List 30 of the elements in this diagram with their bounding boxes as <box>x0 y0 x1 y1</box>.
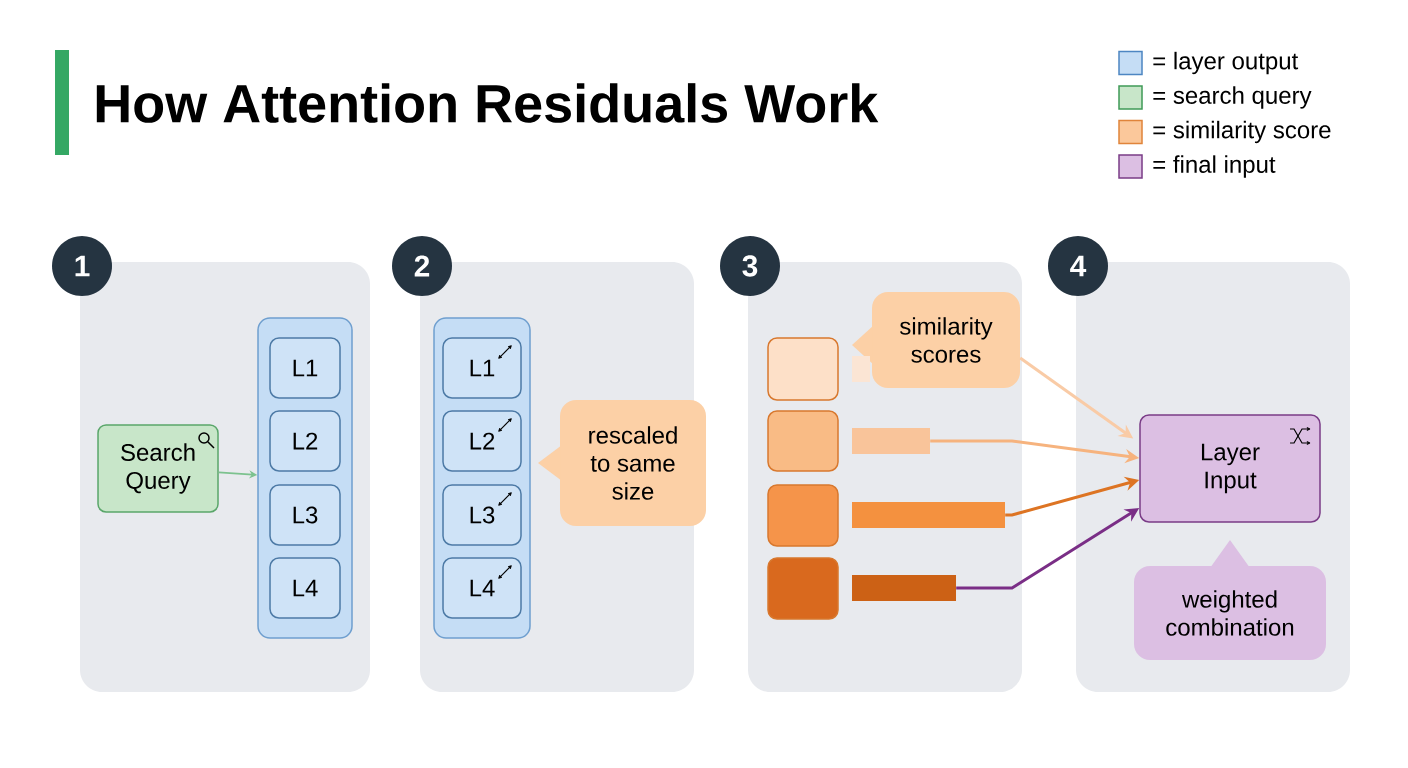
score-square <box>767 484 839 547</box>
legend-label: = search query <box>1153 86 1312 109</box>
layer-box: L4 <box>269 557 341 619</box>
title: How Attention Residuals Work <box>96 83 879 123</box>
score-bar <box>852 575 956 601</box>
speech-bubble: similarity scores <box>852 292 1020 388</box>
layer-box: L1 <box>269 337 341 399</box>
legend-label: = similarity score <box>1153 120 1331 144</box>
query-box: Search Query <box>97 424 219 513</box>
score-bar <box>852 502 1005 528</box>
score-square <box>767 337 839 401</box>
step-badge: 2 <box>392 236 452 296</box>
score-square <box>767 410 839 472</box>
layer-box: L1 <box>442 337 522 399</box>
layer-box: L3 <box>269 484 341 546</box>
step-badge: 4 <box>1048 236 1108 296</box>
score-square <box>767 557 839 620</box>
layer-box: L4 <box>442 557 522 619</box>
score-bar <box>852 428 930 454</box>
step-badge: 1 <box>52 236 112 296</box>
layer-box: L2 <box>269 410 341 472</box>
speech-bubble: rescaled to same size <box>538 400 706 526</box>
output-box: Layer Input <box>1139 414 1321 523</box>
layer-box: L2 <box>442 410 522 472</box>
speech-bubble: weighted combination <box>1134 540 1326 660</box>
legend-label: = final input <box>1153 155 1276 178</box>
score-bar <box>852 356 870 382</box>
step-badge: 3 <box>720 236 780 296</box>
layer-box: L3 <box>442 484 522 546</box>
legend-label: = layer output <box>1153 51 1299 75</box>
